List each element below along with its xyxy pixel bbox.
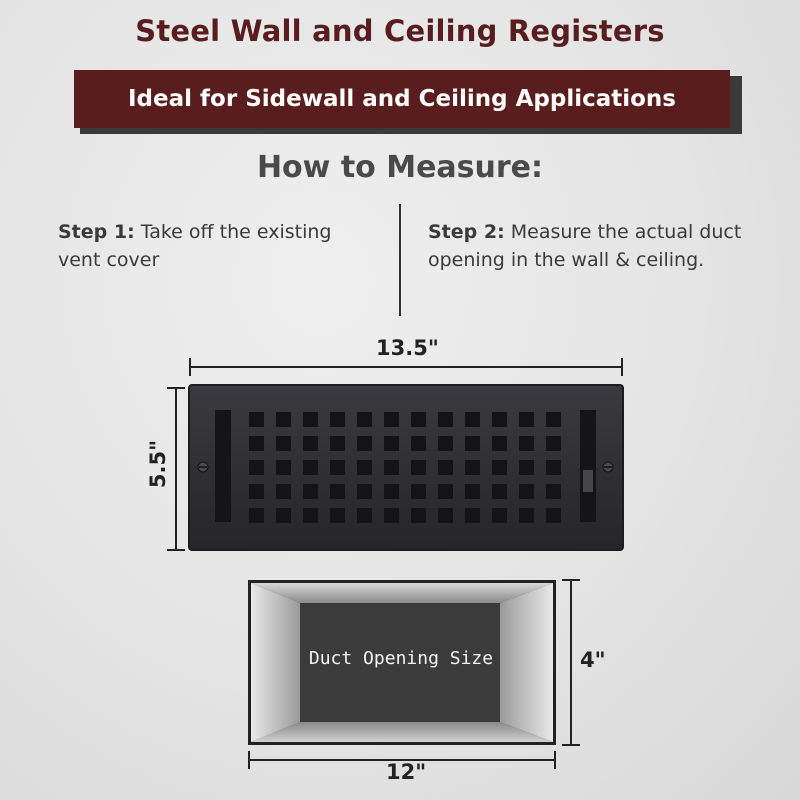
- grille-opening: [519, 460, 534, 475]
- grille-opening: [276, 460, 291, 475]
- duct-width-label: 12": [386, 760, 427, 784]
- grille-opening: [249, 460, 264, 475]
- grille-opening: [249, 412, 264, 427]
- step-1: Step 1: Take off the existing vent cover: [58, 218, 378, 274]
- right-screw-icon: [602, 461, 614, 473]
- page-title: Steel Wall and Ceiling Registers: [135, 14, 665, 48]
- grille-opening: [492, 484, 507, 499]
- grille-opening: [411, 436, 426, 451]
- damper-lever-icon: [583, 470, 593, 492]
- register-plate: [188, 384, 624, 551]
- grille-opening: [249, 508, 264, 523]
- grille-opening: [249, 484, 264, 499]
- grille-opening: [330, 460, 345, 475]
- register-height-dimension: [167, 387, 185, 551]
- grille-opening: [276, 484, 291, 499]
- banner: Ideal for Sidewall and Ceiling Applicati…: [74, 70, 742, 134]
- grille-opening: [384, 412, 399, 427]
- grille-opening: [330, 436, 345, 451]
- step-1-text: Take off the existing vent cover: [58, 221, 332, 271]
- grille-opening: [546, 460, 561, 475]
- grille-opening: [411, 508, 426, 523]
- step-divider: [399, 204, 401, 316]
- duct-left-wall: [251, 583, 300, 742]
- register-width-dimension: [189, 358, 623, 376]
- grille-opening: [492, 508, 507, 523]
- grille-opening: [492, 460, 507, 475]
- duct-height-dimension: [562, 579, 580, 746]
- grille-opening: [465, 436, 480, 451]
- grille-opening: [411, 412, 426, 427]
- duct-top-wall: [251, 583, 553, 603]
- grille-opening: [438, 436, 453, 451]
- grille-opening: [276, 412, 291, 427]
- duct-width-dimension: [248, 751, 556, 769]
- step-2: Step 2: Measure the actual duct opening …: [428, 218, 758, 274]
- grille-opening: [303, 484, 318, 499]
- grille-opening: [384, 436, 399, 451]
- grille-opening: [303, 508, 318, 523]
- grille-opening: [330, 412, 345, 427]
- grille-opening: [546, 436, 561, 451]
- grille-opening: [411, 460, 426, 475]
- grille-opening: [276, 436, 291, 451]
- duct-opening-label: Duct Opening Size: [308, 648, 494, 669]
- grille-opening: [492, 412, 507, 427]
- grille-opening: [519, 412, 534, 427]
- grille-opening: [438, 412, 453, 427]
- duct-opening: [248, 580, 556, 745]
- grille-opening: [519, 436, 534, 451]
- grille-opening: [357, 484, 372, 499]
- duct-bottom-wall: [251, 722, 553, 742]
- grille-opening: [303, 412, 318, 427]
- grille-opening: [546, 412, 561, 427]
- grille-opening: [438, 460, 453, 475]
- grille-opening: [357, 508, 372, 523]
- grille-opening: [384, 508, 399, 523]
- grille-opening: [438, 508, 453, 523]
- register-width-label: 13.5": [376, 336, 439, 360]
- register-height-label: 5.5": [146, 439, 171, 489]
- banner-box: Ideal for Sidewall and Ceiling Applicati…: [74, 70, 730, 128]
- grille-opening: [519, 484, 534, 499]
- step-1-label: Step 1:: [58, 221, 135, 243]
- grille-opening: [330, 508, 345, 523]
- grille-opening: [330, 484, 345, 499]
- grille-opening: [519, 508, 534, 523]
- duct-back: [300, 603, 500, 722]
- step-2-text: Measure the actual duct opening in the w…: [428, 221, 742, 271]
- duct-right-wall: [500, 583, 553, 742]
- register-left-slot: [215, 410, 231, 522]
- grille-opening: [438, 484, 453, 499]
- grille-opening: [384, 460, 399, 475]
- grille-opening: [276, 508, 291, 523]
- grille-opening: [492, 436, 507, 451]
- step-2-label: Step 2:: [428, 221, 505, 243]
- grille-opening: [546, 508, 561, 523]
- register-right-slot: [580, 410, 596, 522]
- grille-opening: [546, 484, 561, 499]
- grille-opening: [357, 412, 372, 427]
- section-heading: How to Measure:: [256, 150, 544, 185]
- duct-height-label: 4": [580, 648, 606, 672]
- grille-opening: [465, 412, 480, 427]
- grille-opening: [465, 460, 480, 475]
- left-screw-icon: [197, 461, 209, 473]
- grille-opening: [357, 436, 372, 451]
- grille-opening: [465, 508, 480, 523]
- grille-opening: [384, 484, 399, 499]
- register-grille: [249, 412, 561, 523]
- grille-opening: [303, 460, 318, 475]
- grille-opening: [465, 484, 480, 499]
- grille-opening: [249, 436, 264, 451]
- banner-text: Ideal for Sidewall and Ceiling Applicati…: [128, 86, 676, 112]
- grille-opening: [357, 460, 372, 475]
- grille-opening: [303, 436, 318, 451]
- grille-opening: [411, 484, 426, 499]
